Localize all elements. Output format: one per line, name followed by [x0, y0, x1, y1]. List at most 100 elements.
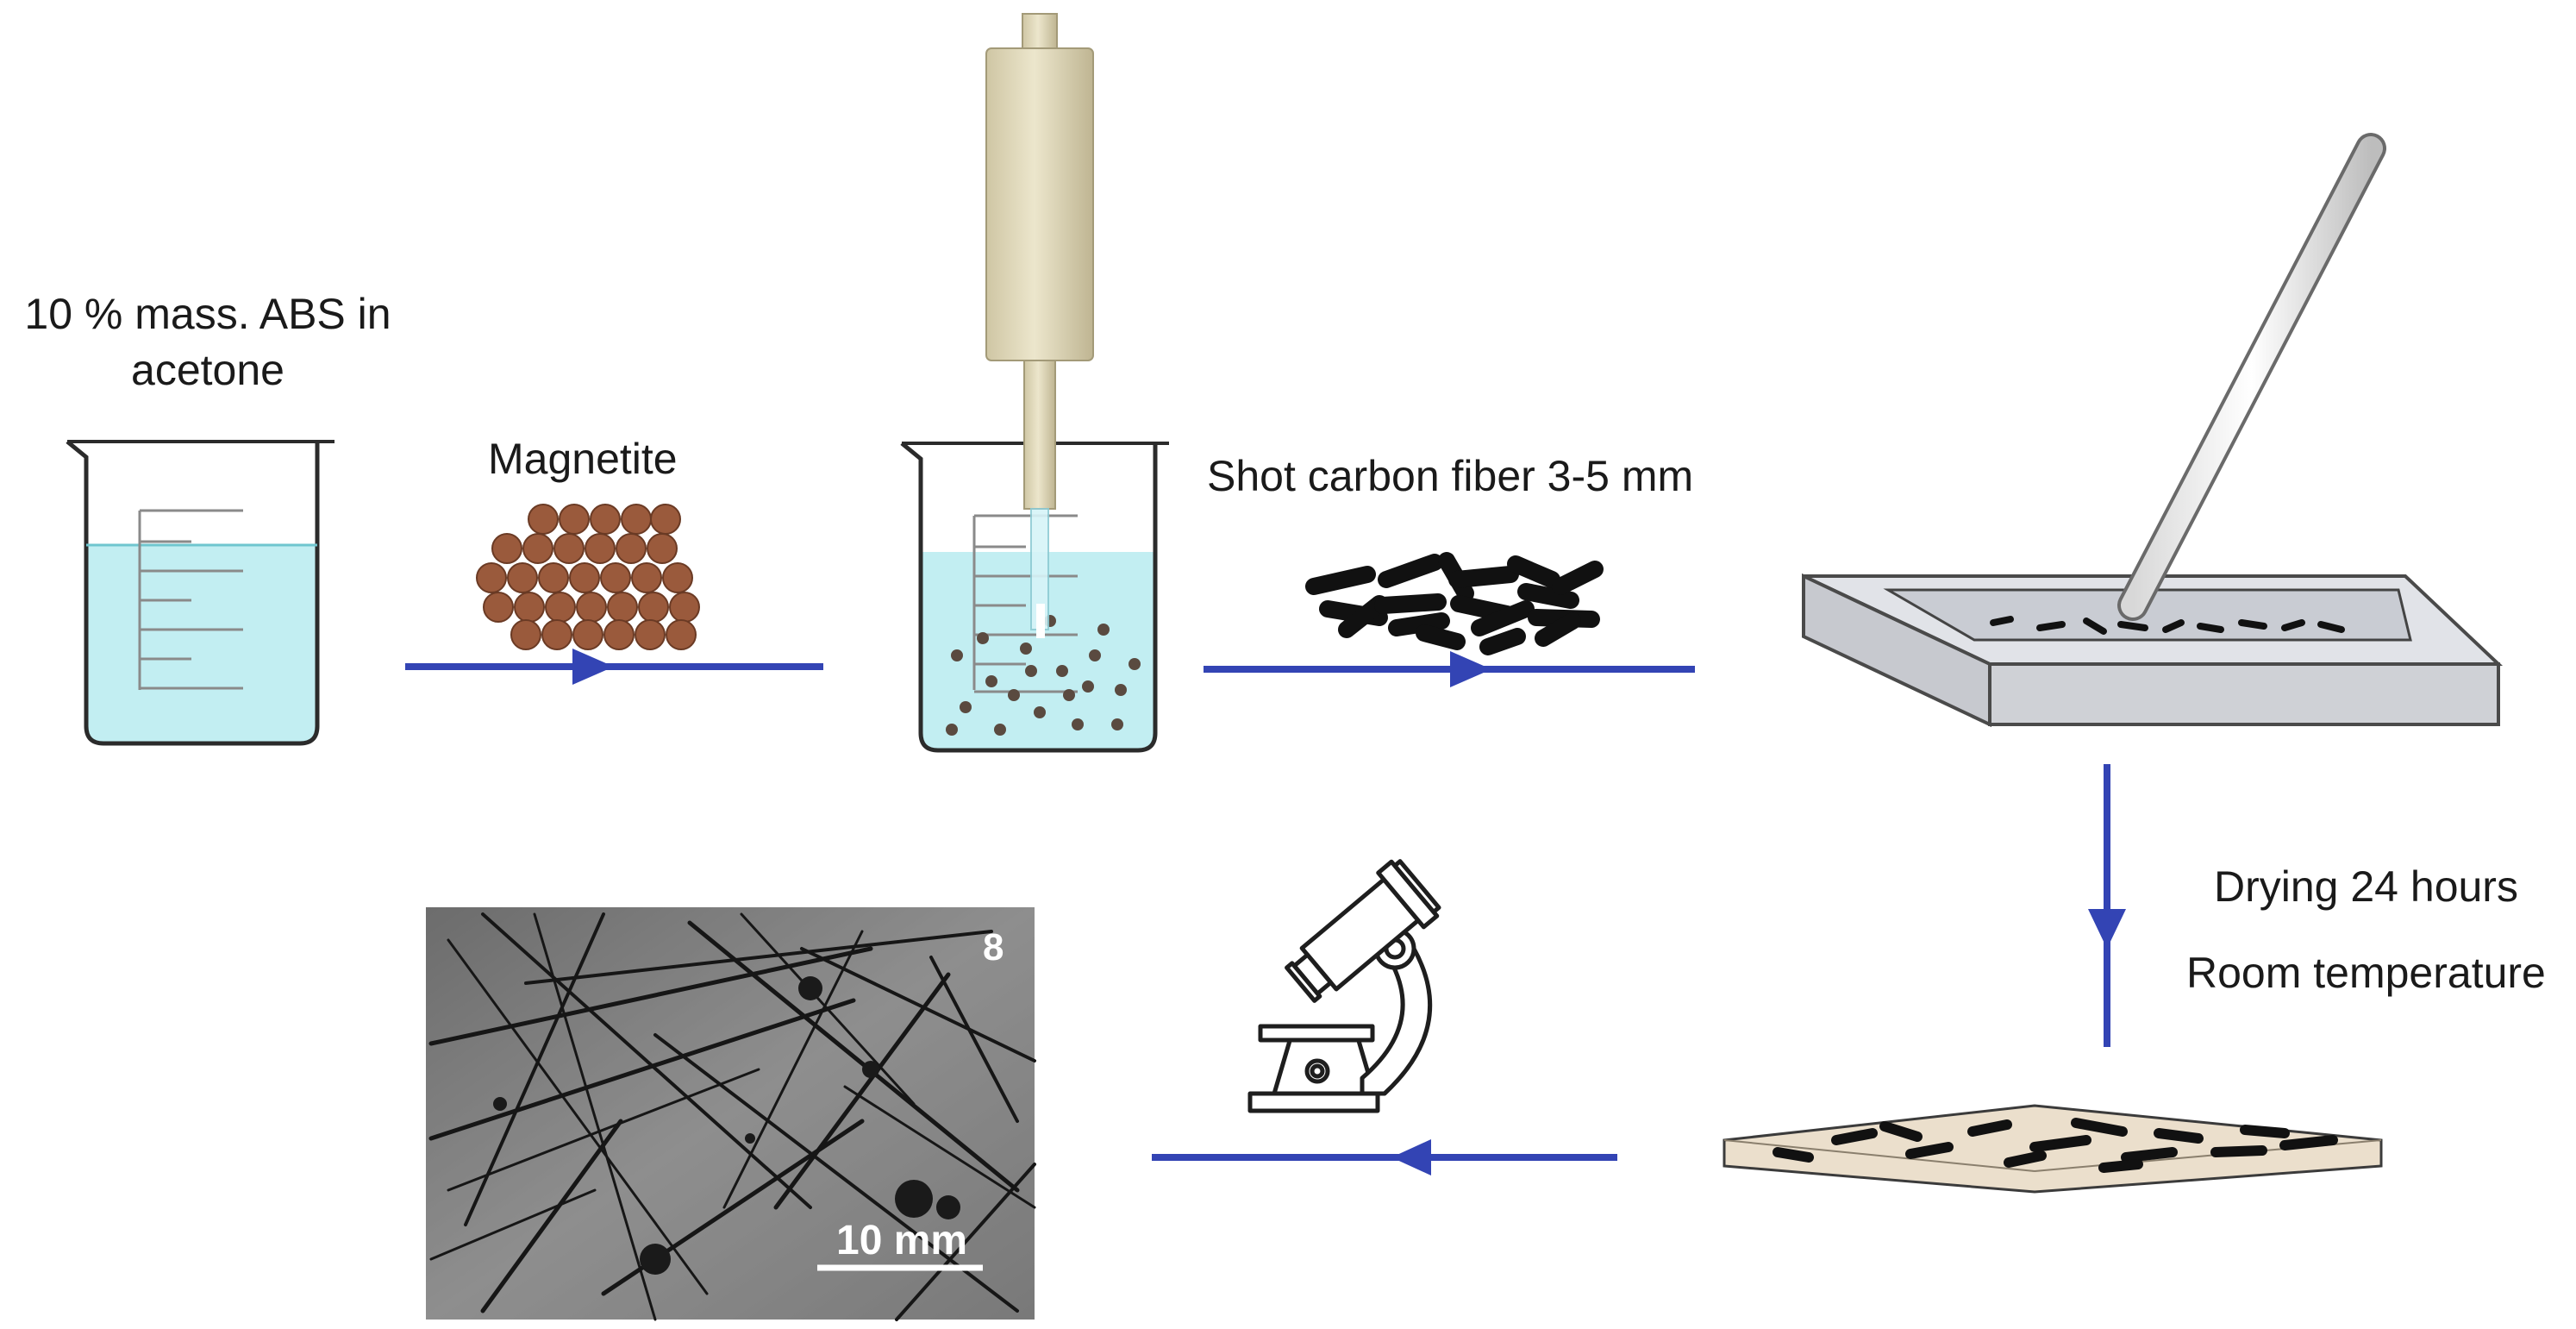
magnetite-particle [650, 504, 681, 535]
magnetite-particle [541, 619, 572, 650]
magnetite-particle [522, 533, 553, 564]
micro-fiber [481, 912, 812, 1209]
tray-fiber [2238, 619, 2267, 630]
magnetite-particle [603, 619, 635, 650]
tray-fiber [2317, 621, 2345, 633]
particle-dot [1025, 665, 1037, 677]
tray-fiber [2162, 619, 2185, 633]
drying-time-label: Drying 24 hours [2214, 862, 2518, 911]
sheet-fibers [1773, 1118, 2338, 1173]
particle-dot [1056, 665, 1068, 677]
micro-fiber [895, 1163, 1036, 1321]
magnetite-particle [621, 504, 652, 535]
magnetite-particle [638, 592, 669, 623]
micro-blob [895, 1180, 933, 1218]
scale-bar-label: 10 mm [836, 1218, 968, 1263]
magnetite-particle [607, 592, 638, 623]
magnetite-particle [576, 592, 607, 623]
particle-dot [994, 724, 1006, 736]
drying-temp-label: Room temperature [2186, 949, 2546, 997]
particle-dot [946, 724, 958, 736]
magnetite-particle [491, 533, 522, 564]
carbon-fiber [1448, 566, 1519, 588]
carbon-fiber [1471, 600, 1535, 636]
magnetite-particle [662, 562, 693, 593]
magnetite-particle [669, 592, 700, 623]
carbon-fiber [1552, 561, 1604, 595]
magnetite-particle [572, 619, 603, 650]
micro-fiber [773, 972, 951, 1210]
micrograph-image [426, 907, 1036, 1321]
carbon-fiber-label: Shot carbon fiber 3-5 mm [1207, 452, 1694, 500]
composite-sheet-icon [1723, 1104, 2383, 1194]
arrow-left-icon [1152, 1139, 1617, 1175]
sheet-fiber [1773, 1147, 1814, 1163]
particle-dot [1072, 718, 1084, 730]
micro-fiber [524, 930, 993, 985]
micro-blob [862, 1061, 879, 1078]
particle-dot [1097, 624, 1110, 636]
magnetite-particle [483, 592, 514, 623]
magnetite-particle [590, 504, 621, 535]
micro-blob [493, 1097, 507, 1111]
micro-fiber [722, 930, 864, 1209]
abs-solution-line2: acetone [131, 346, 284, 394]
sheet-fiber [2210, 1145, 2267, 1157]
magnetite-particle [616, 533, 647, 564]
particle-dot [977, 632, 989, 644]
carbon-fiber [1378, 554, 1443, 588]
carbon-fiber [1479, 628, 1526, 655]
micrograph-fibers [428, 912, 1036, 1321]
sheet-fiber [2004, 1150, 2047, 1168]
particle-dot [1034, 706, 1046, 718]
arrow-right-icon [1204, 651, 1695, 687]
glass-rod-icon [2117, 133, 2386, 621]
sheet-fiber [2154, 1128, 2204, 1144]
sheet-fiber [1879, 1121, 1923, 1142]
suspended-particles [946, 615, 1141, 736]
particle-dot [1063, 689, 1075, 701]
micro-blob [640, 1244, 671, 1275]
magnetite-particle [585, 533, 616, 564]
particle-dot [960, 701, 972, 713]
tray-fiber [2036, 621, 2066, 631]
micro-fiber [533, 912, 657, 1321]
micro-fiber [429, 1188, 597, 1261]
carbon-fiber [1535, 612, 1581, 647]
sheet-fiber [1905, 1142, 1954, 1159]
magnetite-particle [559, 504, 590, 535]
micro-fiber [843, 1085, 1036, 1209]
particle-dot [1111, 718, 1123, 730]
tray-fiber [2083, 617, 2107, 635]
magnetite-particle [528, 504, 559, 535]
sheet-fiber [2121, 1147, 2178, 1163]
micro-fiber [447, 938, 709, 1295]
magnetite-particle [635, 619, 666, 650]
magnetite-particle [476, 562, 507, 593]
magnetite-particle [553, 533, 585, 564]
micro-blob [798, 976, 822, 1000]
particle-dot [985, 675, 997, 687]
carbon-fiber [1305, 566, 1376, 595]
micro-fiber [428, 946, 873, 1046]
magnetite-label: Magnetite [488, 435, 678, 483]
carbon-fiber [1416, 624, 1466, 650]
micro-fiber [464, 912, 605, 1226]
micro-fiber [687, 920, 1020, 1193]
beaker-icon [66, 440, 335, 746]
carbon-fiber [1507, 555, 1560, 588]
microscope-icon [1247, 859, 1441, 1113]
ultrasonic-probe-icon [985, 13, 1094, 638]
magnetite-particle [510, 619, 541, 650]
beaker-icon [900, 442, 1169, 753]
carbon-fiber [1338, 595, 1388, 638]
arrow-down-icon [2088, 764, 2126, 1047]
micro-fiber [428, 998, 856, 1141]
carbon-fiber [1374, 593, 1447, 614]
carbon-fiber [1388, 612, 1450, 636]
magnetite-particle [507, 562, 538, 593]
particle-dot [1115, 684, 1127, 696]
particle-dot [1020, 643, 1032, 655]
arrow-right-icon [405, 649, 823, 685]
tray-fiber [1990, 616, 2014, 626]
